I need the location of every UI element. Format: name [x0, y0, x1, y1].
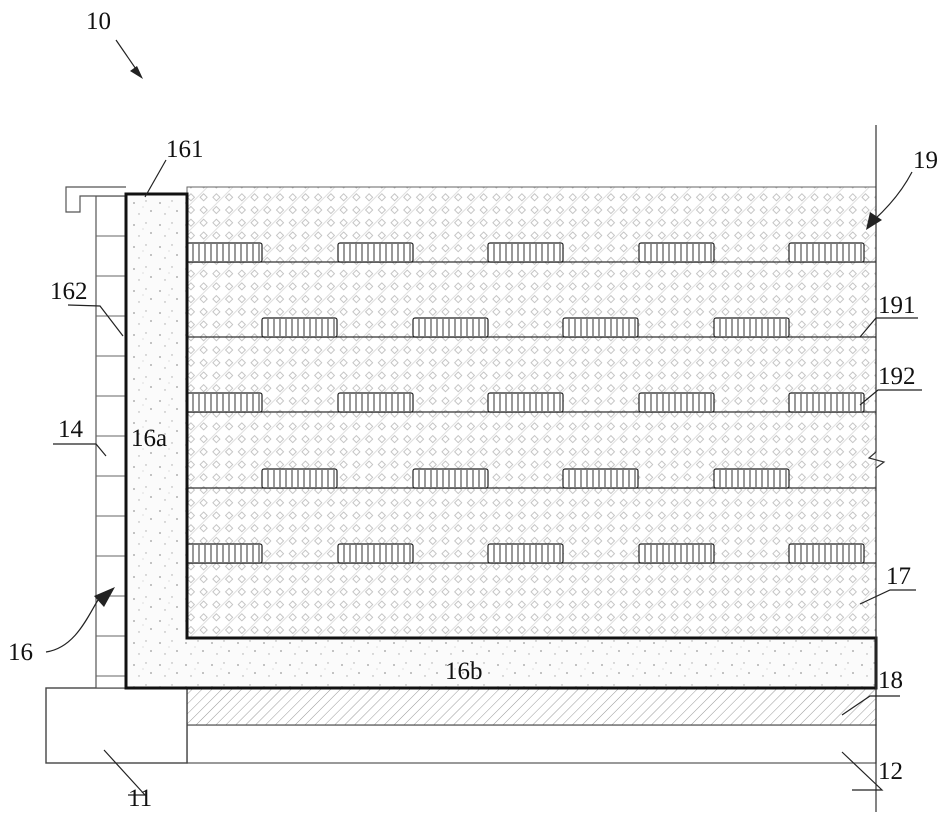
label-cushion-layer: 18 [878, 667, 903, 694]
drain-block [789, 544, 864, 563]
label-bottom-layer: 12 [878, 758, 903, 785]
bottom-layer [187, 725, 876, 763]
label-l-wall-top: 161 [166, 136, 204, 163]
drain-block [338, 393, 413, 412]
leader-161 [145, 160, 166, 197]
drain-block [187, 243, 262, 262]
drain-block [563, 469, 638, 488]
label-l-wall: 16 [8, 639, 33, 666]
drain-block [563, 318, 638, 337]
label-drain-block: 192 [878, 363, 916, 390]
label-l-wall-heel: 16b [445, 658, 483, 685]
label-reinforced-zone: 19 [913, 147, 938, 174]
leader-16 [46, 600, 98, 652]
drain-block [187, 393, 262, 412]
drain-block [488, 243, 563, 262]
label-backfill: 17 [886, 563, 911, 590]
leader-19 [874, 172, 912, 220]
drain-block [413, 318, 488, 337]
drain-block [338, 544, 413, 563]
drain-block [714, 469, 789, 488]
drain-block [639, 393, 714, 412]
drain-block [338, 243, 413, 262]
label-geogrid-layer: 191 [878, 292, 916, 319]
label-base-block: 11 [128, 785, 152, 812]
drain-block [262, 318, 337, 337]
label-figure: 10 [86, 8, 111, 35]
label-facing-wall: 14 [58, 416, 84, 443]
leader-figure-arrow [116, 40, 138, 72]
facing-wall [96, 196, 126, 688]
drain-block [413, 469, 488, 488]
label-l-wall-stem: 16a [131, 425, 167, 452]
drain-block [789, 393, 864, 412]
drain-block [187, 544, 262, 563]
drain-block [639, 243, 714, 262]
drain-block [262, 469, 337, 488]
drain-block [639, 544, 714, 563]
drain-block [488, 544, 563, 563]
structure-layers [46, 125, 884, 812]
leader-figure-arrowhead [130, 66, 143, 79]
base-block [46, 688, 187, 763]
drain-block [714, 318, 789, 337]
cushion-layer [187, 688, 876, 725]
drain-block [488, 393, 563, 412]
drain-block [789, 243, 864, 262]
label-l-wall-face: 162 [50, 278, 88, 305]
